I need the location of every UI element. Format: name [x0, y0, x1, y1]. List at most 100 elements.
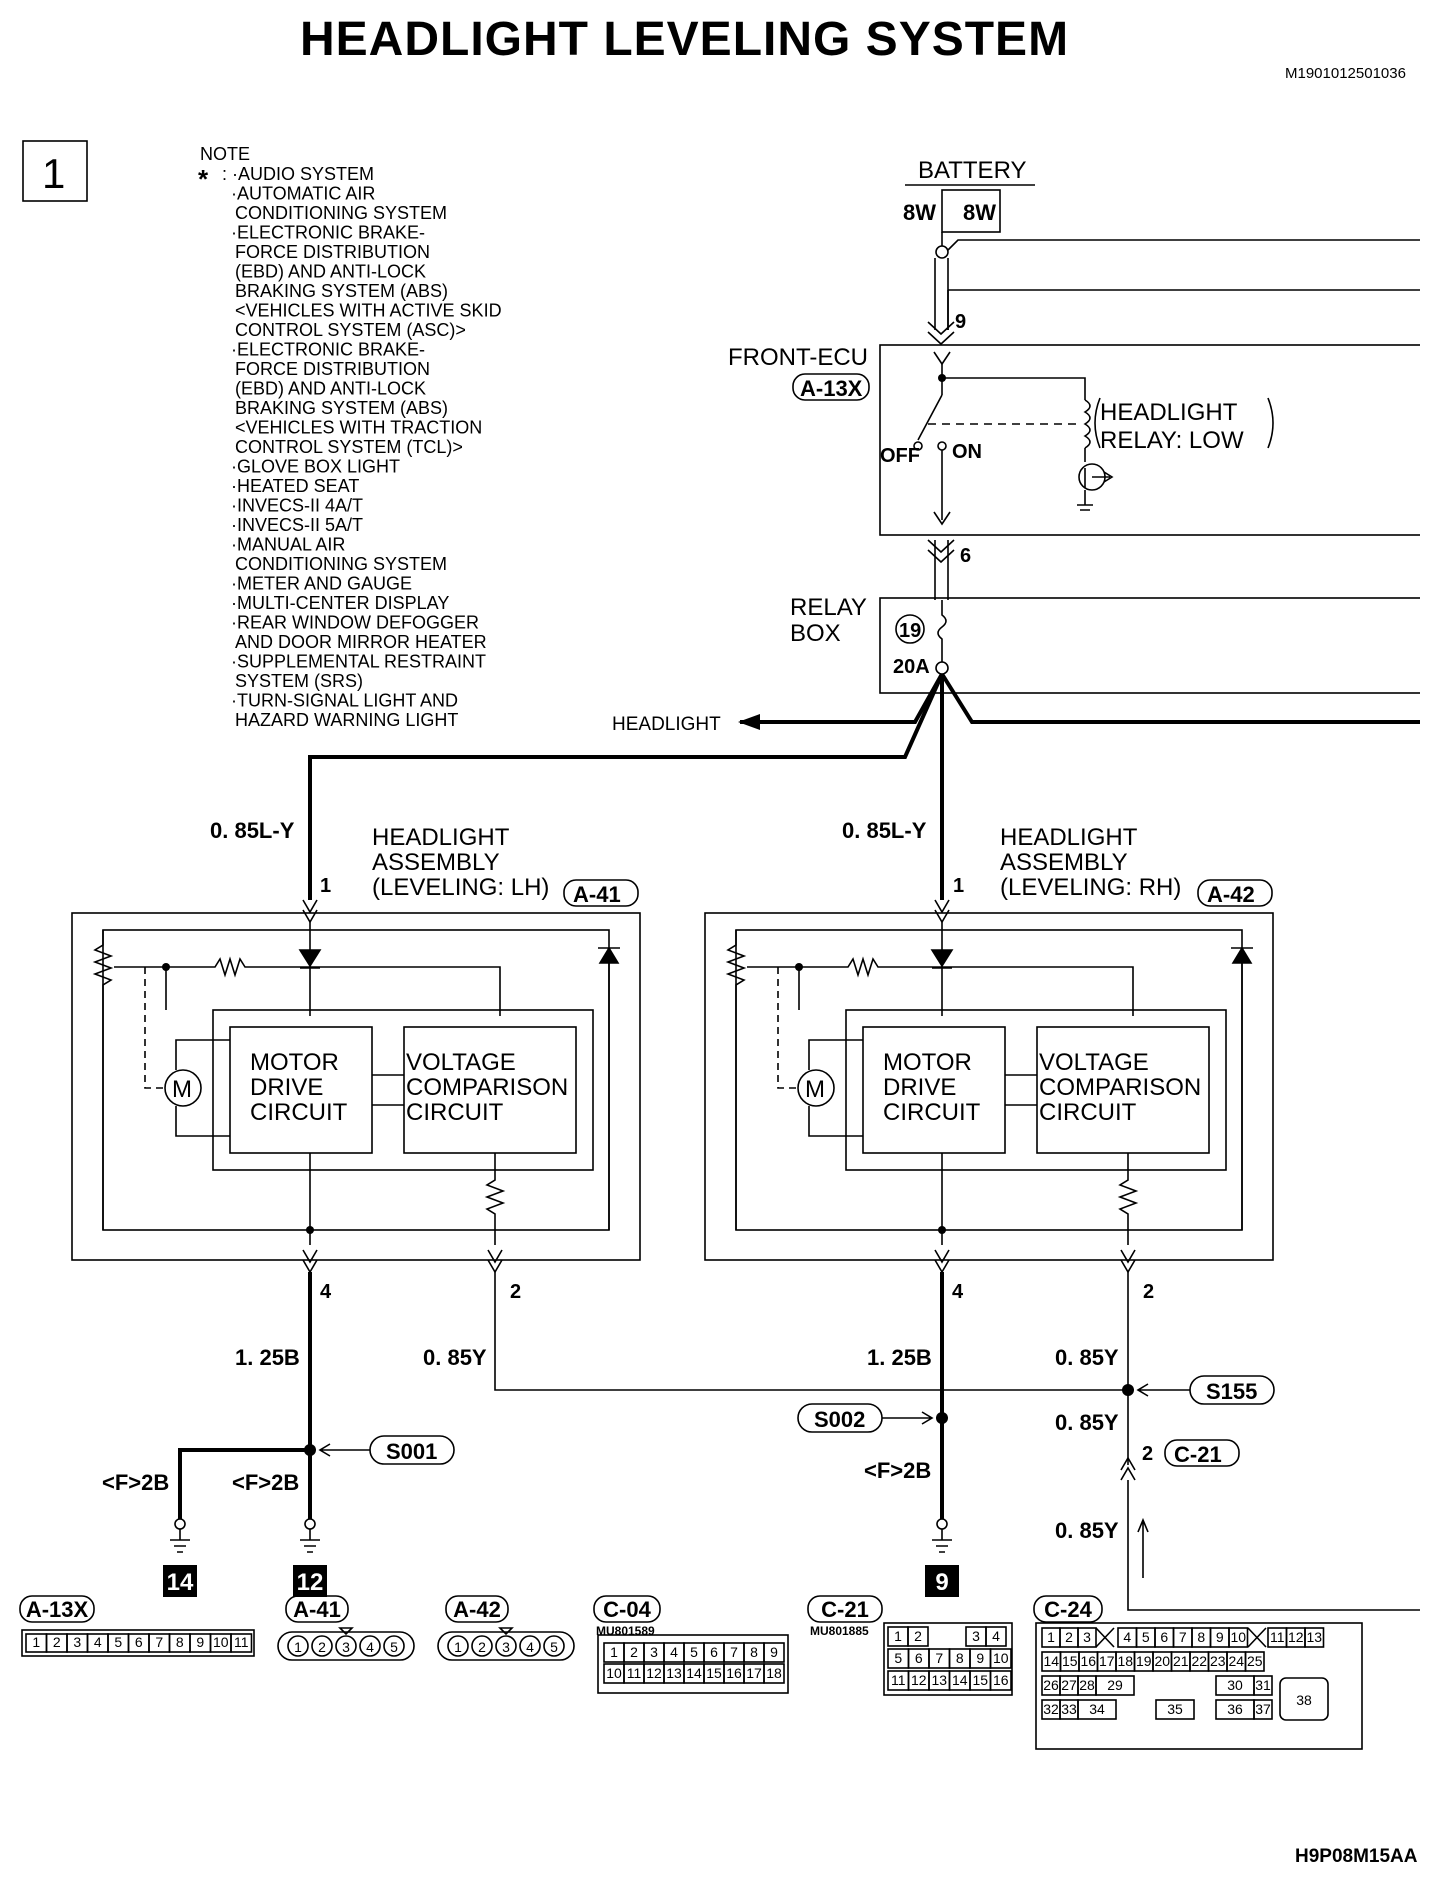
s001-branch [178, 1448, 310, 1520]
rh-pin-in: 1 [953, 875, 964, 897]
rh-motor-symbol: M [805, 1076, 825, 1103]
relay-box-label-2: BOX [790, 620, 841, 647]
c21-part: MU801885 [810, 1624, 869, 1638]
battery-connector-arrow [927, 321, 955, 346]
c24-pin: 37 [1255, 1701, 1271, 1717]
a41-label: A-41 [293, 1597, 341, 1622]
c24-pin: 28 [1079, 1677, 1095, 1693]
c24-pin: 12 [1288, 1629, 1304, 1645]
battery-label: BATTERY [918, 157, 1026, 184]
c04-housing [597, 1634, 789, 1694]
battery-fusible-box [941, 189, 1001, 233]
c04-pin-cell [763, 1663, 785, 1684]
c24-pin: 1 [1047, 1629, 1055, 1645]
c24-pin: 29 [1107, 1677, 1123, 1693]
lh-gnd-connector [302, 1249, 318, 1274]
ground-terminal [936, 1518, 948, 1530]
ground-number: 12 [297, 1569, 324, 1596]
footer-code: H9P08M15AA [1295, 1846, 1418, 1867]
ecu-off-label: OFF [880, 445, 920, 467]
ecu-on-label: ON [952, 441, 982, 463]
c24-big-pin-cell [1279, 1677, 1329, 1721]
c04-pin: 14 [686, 1665, 702, 1681]
note-line: BRAKING SYSTEM (ABS) [235, 398, 448, 418]
rh-sig-connector [1120, 1249, 1136, 1274]
c04-pin: 17 [746, 1665, 762, 1681]
relay-label-1: HEADLIGHT [1100, 399, 1238, 426]
a42-pin: 2 [478, 1639, 486, 1655]
a13x-label: A-13X [26, 1597, 89, 1622]
ground-symbol [300, 1529, 320, 1553]
ecu-in-arrow [933, 351, 951, 366]
a41-pin: 4 [366, 1639, 374, 1655]
rh-wire-sig: 0. 85Y [1055, 1345, 1119, 1370]
lh-pin-gnd: 4 [320, 1281, 332, 1303]
a41-key [338, 1627, 354, 1636]
front-ecu-connector-badge [792, 373, 870, 401]
c04-pin: 15 [706, 1665, 722, 1681]
rh-motor-circle [797, 1069, 835, 1107]
c04-pin: 10 [606, 1665, 622, 1681]
note-line: AND DOOR MIRROR HEATER [235, 632, 487, 652]
ground-wire-label: <F>2B [864, 1458, 931, 1483]
note-line: CONTROL SYSTEM (TCL)> [235, 437, 463, 457]
c24-pin: 18 [1117, 1653, 1133, 1669]
page-number-box [22, 140, 88, 202]
note-list: : ·AUDIO SYSTEM·AUTOMATIC AIRCONDITIONIN… [222, 164, 502, 730]
fuse-rating: 20A [893, 656, 930, 678]
rh-zener [1231, 946, 1253, 964]
document-code: M1901012501036 [1285, 65, 1406, 82]
ecu-switch-blade [917, 394, 943, 441]
lh-motor-circle [164, 1069, 202, 1107]
note-line: ·INVECS-II 5A/T [231, 515, 363, 535]
note-line: BRAKING SYSTEM (ABS) [235, 281, 448, 301]
a42-pin-circle [495, 1635, 517, 1657]
c24-blank-cross [1095, 1627, 1267, 1648]
lh-title-1: HEADLIGHT [372, 824, 510, 851]
note-line: ·INVECS-II 4A/T [231, 496, 363, 516]
rh-motor-1: MOTOR [883, 1049, 972, 1076]
c21-pin: 12 [911, 1672, 927, 1688]
note-line: CONTROL SYSTEM (ASC)> [235, 320, 466, 340]
a13x-housing [21, 1629, 255, 1657]
a41-pin-circle [335, 1635, 357, 1657]
a13x-pin: 10 [213, 1634, 229, 1650]
s155-label: S155 [1206, 1379, 1257, 1404]
c04-pin: 18 [766, 1665, 782, 1681]
fuse-terminal [935, 661, 949, 675]
a41-badge [285, 1595, 349, 1623]
c04-label: C-04 [603, 1597, 651, 1622]
c24-pin: 9 [1216, 1629, 1224, 1645]
lh-sig-connector [487, 1249, 503, 1274]
c24-pin: 26 [1043, 1677, 1059, 1693]
c24-pin: 30 [1227, 1677, 1243, 1693]
c24-pin: 27 [1061, 1677, 1077, 1693]
c24-pin: 5 [1142, 1629, 1150, 1645]
battery-terminal [935, 245, 949, 259]
c21-pin-cell [989, 1670, 1012, 1691]
relay-box [879, 597, 1441, 694]
rh-title-1: HEADLIGHT [1000, 824, 1138, 851]
a13x-pin: 11 [234, 1634, 249, 1650]
c24-pin-cell [1077, 1699, 1117, 1720]
c24-pin: 6 [1160, 1629, 1168, 1645]
lh-motor-leads [175, 1039, 230, 1137]
a42-badge [445, 1595, 509, 1623]
lh-assembly: M MOTOR DRIVE CIRCUIT VOLTAGE COMPARISON… [71, 899, 641, 1274]
relay-coil [1083, 399, 1091, 449]
a41-housing [277, 1631, 415, 1661]
c24-pin: 15 [1062, 1653, 1078, 1669]
note-line: ·AUTOMATIC AIR [231, 184, 375, 204]
c21-pin: 11 [891, 1672, 906, 1688]
a42-pin-circle [543, 1635, 565, 1657]
ground-terminal [174, 1518, 186, 1530]
s002-badge [797, 1403, 883, 1433]
ecu-on-contact [937, 441, 947, 451]
lh-feed [308, 673, 944, 900]
a42-pin: 5 [550, 1639, 558, 1655]
a13x-pin: 4 [94, 1634, 102, 1650]
c24-pin: 31 [1255, 1677, 1271, 1693]
c04-pin: 13 [666, 1665, 682, 1681]
c21-pin: 8 [956, 1650, 964, 1666]
